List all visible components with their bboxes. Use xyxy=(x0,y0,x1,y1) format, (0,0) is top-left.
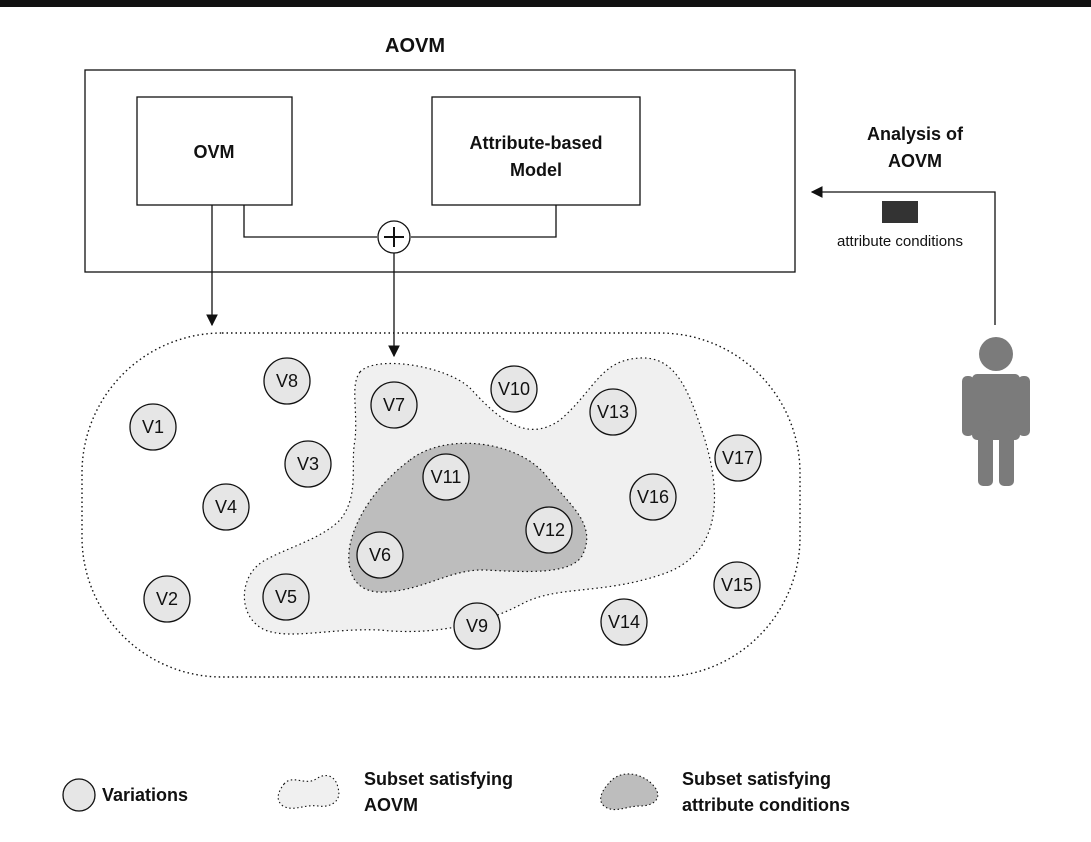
variation-node: V14 xyxy=(600,598,648,646)
variation-node-label: V17 xyxy=(722,448,754,468)
variation-node-circle xyxy=(370,381,418,429)
variation-node-label: V5 xyxy=(275,587,297,607)
person-icon xyxy=(962,337,1030,486)
analysis-label-line1: Analysis of xyxy=(867,124,964,144)
legend-aovm-line1: Subset satisfying xyxy=(364,769,513,789)
variation-node-circle xyxy=(202,483,250,531)
variation-node-circle xyxy=(129,403,177,451)
variation-node-circle xyxy=(714,434,762,482)
variation-node-label: V16 xyxy=(637,487,669,507)
variation-node-label: V13 xyxy=(597,402,629,422)
legend-variations-label: Variations xyxy=(102,785,188,805)
variation-node-circle xyxy=(422,453,470,501)
variation-node-label: V1 xyxy=(142,417,164,437)
legend-variation-swatch xyxy=(62,778,96,812)
variation-node: V5 xyxy=(262,573,310,621)
variation-node-label: V6 xyxy=(369,545,391,565)
analysis-label-line2: AOVM xyxy=(888,151,942,171)
legend-aovm-swatch xyxy=(277,775,340,809)
top-rule xyxy=(0,0,1091,7)
ovm-box xyxy=(136,96,293,206)
variation-node: V10 xyxy=(490,365,538,413)
variation-node-label: V2 xyxy=(156,589,178,609)
variation-node-label: V4 xyxy=(215,497,237,517)
variation-node-circle xyxy=(525,506,573,554)
ovm-to-combiner-line xyxy=(243,205,377,238)
variation-node-circle xyxy=(629,473,677,521)
variation-node-label: V12 xyxy=(533,520,565,540)
variation-node: V2 xyxy=(143,575,191,623)
variation-node: V12 xyxy=(525,506,573,554)
variation-node-label: V3 xyxy=(297,454,319,474)
attribute-conditions-box xyxy=(882,201,918,223)
attribute-model-label-line1: Attribute-based xyxy=(469,133,602,153)
variation-node: V17 xyxy=(714,434,762,482)
variation-node-label: V14 xyxy=(608,612,640,632)
variation-node-circle xyxy=(490,365,538,413)
variation-node: V15 xyxy=(713,561,761,609)
variation-node-label: V15 xyxy=(721,575,753,595)
variation-node: V13 xyxy=(589,388,637,436)
variation-space-boundary xyxy=(81,332,801,678)
legend: Variations Subset satisfying AOVM Subset… xyxy=(62,769,850,815)
variation-node: V16 xyxy=(629,473,677,521)
variation-node-circle xyxy=(284,440,332,488)
combine-operator xyxy=(377,220,411,254)
variation-node-circle xyxy=(600,598,648,646)
variation-node-circle xyxy=(263,357,311,405)
variation-node: V8 xyxy=(263,357,311,405)
attribute-model-box xyxy=(431,96,641,206)
variation-node: V6 xyxy=(356,531,404,579)
variation-node-label: V7 xyxy=(383,395,405,415)
variation-node: V9 xyxy=(453,602,501,650)
variation-node-circle xyxy=(453,602,501,650)
aovm-title: AOVM xyxy=(385,35,445,57)
variation-node: V7 xyxy=(370,381,418,429)
variation-node: V4 xyxy=(202,483,250,531)
legend-aovm-line2: AOVM xyxy=(364,795,418,815)
variation-node-label: V11 xyxy=(431,467,462,487)
variation-node: V3 xyxy=(284,440,332,488)
variation-node-label: V10 xyxy=(498,379,530,399)
legend-attribute-line2: attribute conditions xyxy=(682,795,850,815)
attribute-conditions-label: attribute conditions xyxy=(837,233,963,250)
analysis-arrow xyxy=(810,186,996,325)
variation-node: V1 xyxy=(129,403,177,451)
variation-node-circle xyxy=(713,561,761,609)
legend-attribute-swatch xyxy=(600,773,659,811)
variation-node-circle xyxy=(589,388,637,436)
variation-node-label: V8 xyxy=(276,371,298,391)
model-to-combiner-line xyxy=(411,205,557,238)
attribute-model-label-line2: Model xyxy=(510,160,562,180)
variation-node-label: V9 xyxy=(466,616,488,636)
variation-node-circle xyxy=(356,531,404,579)
ovm-label: OVM xyxy=(193,142,234,162)
legend-attribute-line1: Subset satisfying xyxy=(682,769,831,789)
variation-node-circle xyxy=(262,573,310,621)
variation-node-circle xyxy=(143,575,191,623)
variation-node: V11 xyxy=(422,453,470,501)
attribute-subset-region xyxy=(348,442,588,593)
